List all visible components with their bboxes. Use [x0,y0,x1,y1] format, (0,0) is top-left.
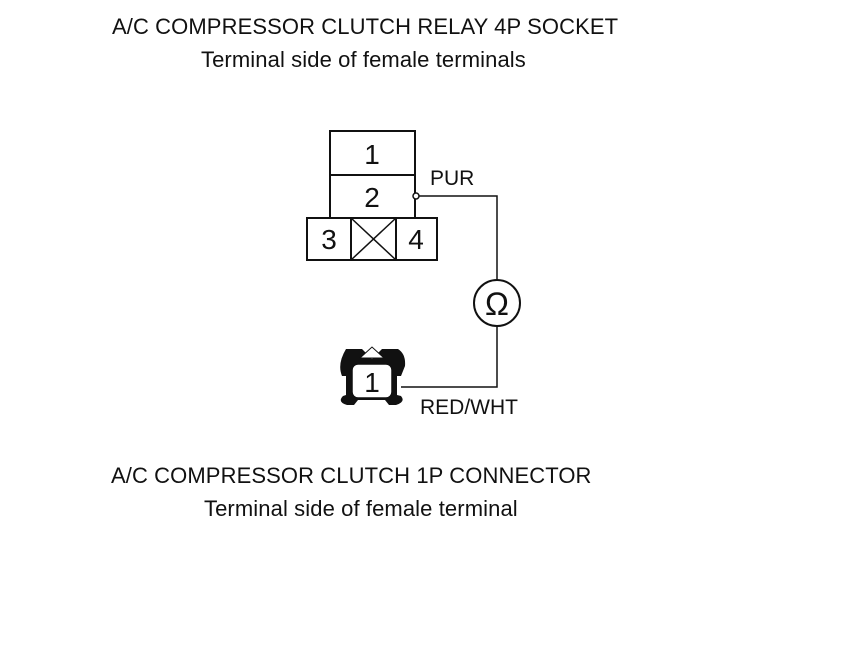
probe-point-terminal-2 [412,192,420,200]
connector-title: A/C COMPRESSOR CLUTCH 1P CONNECTOR [111,463,592,488]
terminal-3-label: 3 [321,224,337,255]
lower-lead-wire [401,325,498,388]
upper-lead-wire [419,195,498,280]
relay-socket-subtitle: Terminal side of female terminals [201,47,526,72]
terminal-4-label: 4 [408,224,424,255]
relay-socket-title: A/C COMPRESSOR CLUTCH RELAY 4P SOCKET [112,14,619,39]
connector-terminal-label: 1 [364,367,380,398]
connector-latch [358,346,386,359]
lower-row-body [306,217,438,261]
connector-1p: 1 [340,346,406,405]
connector-terminal-cavity [351,363,393,399]
blocked-cross-b [350,217,397,261]
lower-wire-label: RED/WHT [420,396,518,419]
test-leads [401,195,498,388]
ohm-symbol: Ω [485,286,509,322]
connector-subtitle: Terminal side of female terminal [204,496,518,521]
upper-wire-label: PUR [430,167,474,190]
ohmmeter-icon: Ω [473,279,521,327]
terminal-2-label: 2 [364,182,380,213]
terminal-1-label: 1 [364,139,380,170]
